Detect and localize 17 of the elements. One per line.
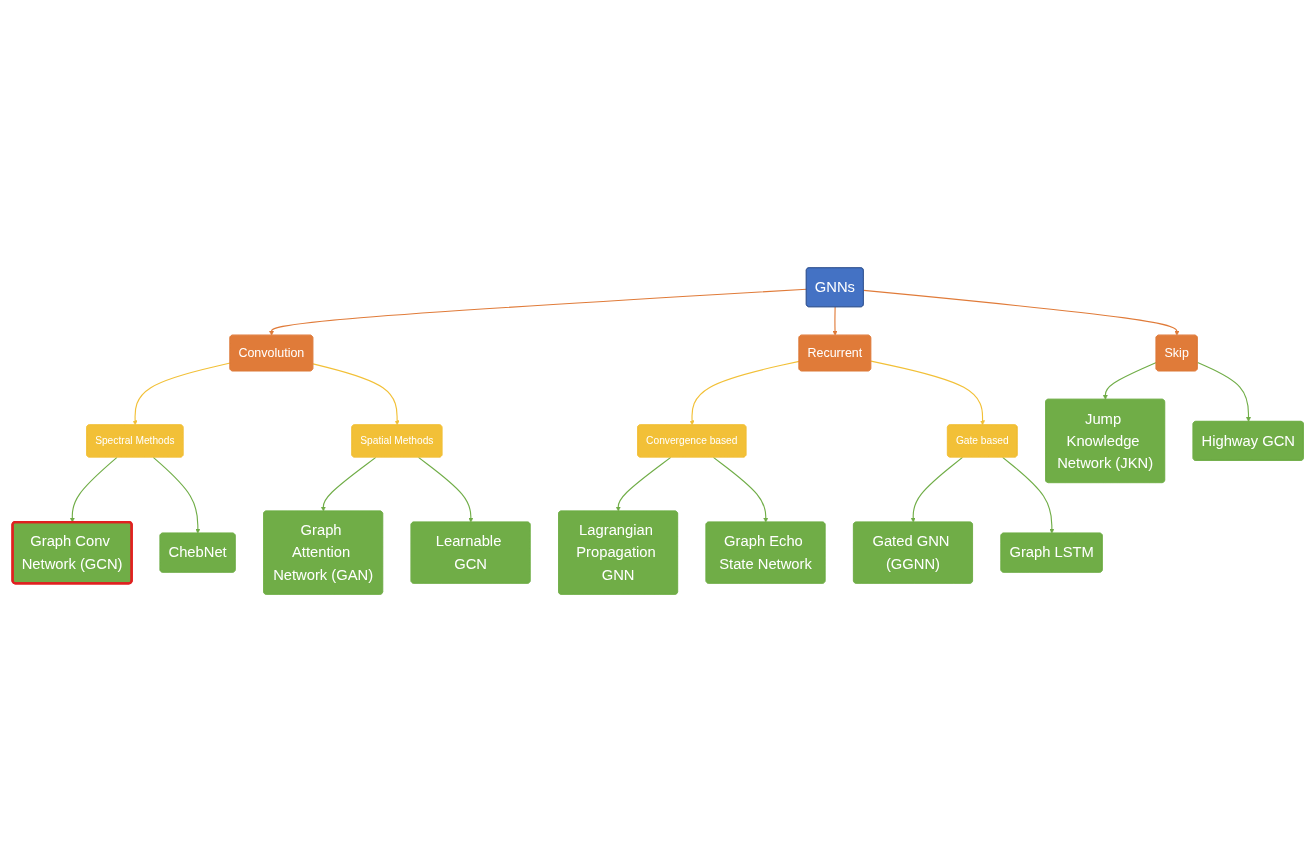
arrow [152,456,201,534]
arrow [1002,456,1055,534]
arrow [832,306,838,336]
arrow [69,456,118,523]
arrow [689,360,800,426]
arrow [870,360,986,426]
arrow [1197,361,1251,422]
arrow [712,456,769,523]
arrow [269,288,808,336]
arrow [863,289,1180,336]
arrow [910,456,964,523]
arrow [1102,361,1157,400]
arrow [132,362,231,426]
arrow [615,456,672,512]
arrow [312,363,400,426]
arrow [320,456,377,512]
arrow [417,456,474,523]
